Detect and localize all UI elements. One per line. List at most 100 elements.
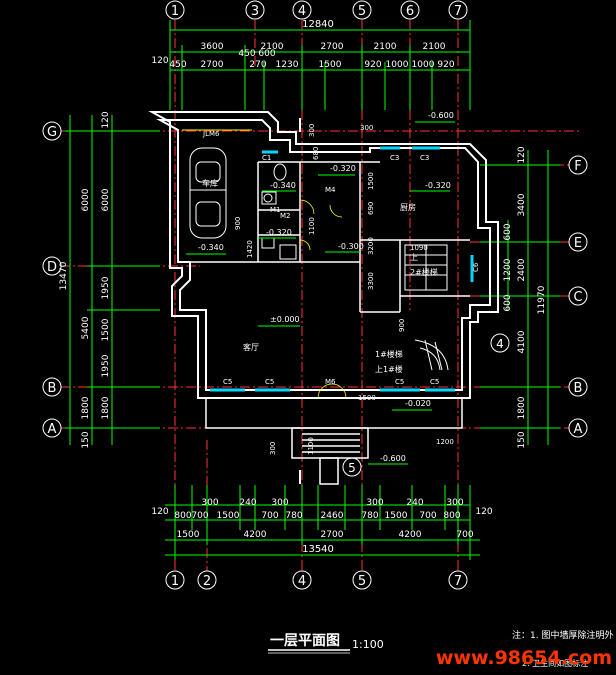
dim-value: 1950 <box>101 354 111 377</box>
room-label-kitchen: 厨房 <box>400 202 416 212</box>
grid-label: B <box>574 381 583 396</box>
elevation-mark: -0.320 <box>410 181 451 192</box>
svg-text:-0.600: -0.600 <box>428 111 454 120</box>
garage: 车库 <box>182 129 252 239</box>
dim-value: 240 <box>406 498 423 508</box>
dim-value: 2100 <box>374 42 397 52</box>
dim-value: 2700 <box>201 60 224 70</box>
grid-bubble: 5 <box>342 457 362 477</box>
svg-text:-0.300: -0.300 <box>338 242 364 251</box>
elevation-mark: -0.020 <box>392 399 432 411</box>
opening-label: 900 <box>398 319 406 332</box>
dim-value: 700 <box>419 511 436 521</box>
drawing-title: 一层平面图 <box>270 633 340 649</box>
dim-value: 920 <box>364 60 381 70</box>
elevation-mark: -0.340 <box>262 181 296 192</box>
dim-value: 1230 <box>276 60 299 70</box>
grid-bubble: D <box>42 256 62 276</box>
opening-label: C5 <box>223 378 232 386</box>
elevation-mark: -0.300 <box>325 242 364 253</box>
dim-col3-left: 120 6000 1950 1500 1950 1800 <box>101 111 111 419</box>
grid-label: A <box>48 422 57 437</box>
opening-label: C5 <box>395 378 404 386</box>
elevation-mark: -0.320 <box>318 164 356 176</box>
dim-value: 700 <box>261 511 278 521</box>
title-block: 一层平面图 1:100 <box>268 633 384 654</box>
grid-label: 1 <box>171 4 179 19</box>
dim-total-left: 13470 <box>59 261 69 290</box>
dim-value: 1950 <box>101 276 111 299</box>
grid-bubble: E <box>568 232 588 252</box>
dim-col2-left: 6000 5400 1800 150 <box>81 188 91 448</box>
interior-walls <box>178 161 470 313</box>
grid-label: A <box>574 422 583 437</box>
dim-value: 150 <box>517 431 527 448</box>
dim-value: 300 <box>201 498 218 508</box>
grid-label: G <box>47 125 57 140</box>
dim-value: 780 <box>285 511 302 521</box>
room-label-garage: 车库 <box>202 178 218 188</box>
dim-total-top: 12840 <box>302 19 334 30</box>
grid-label: C <box>573 290 582 305</box>
grid-label: E <box>574 236 582 251</box>
elevation-mark: -0.340 <box>186 243 226 255</box>
grid-label: 3 <box>251 4 259 19</box>
opening-label: C1 <box>262 154 271 162</box>
dim-value: 4200 <box>244 530 267 540</box>
door-swings <box>299 199 347 399</box>
dim-value: 240 <box>239 498 256 508</box>
svg-text:-0.340: -0.340 <box>198 243 224 252</box>
car-icon <box>189 147 227 239</box>
dim-row2-top: 3600 2100 2700 2100 2100 <box>201 42 446 52</box>
elevation-mark: -0.600 <box>368 454 408 465</box>
dim-value: 3400 <box>517 193 527 216</box>
dim-value: 270 <box>249 60 266 70</box>
svg-text:±0.000: ±0.000 <box>270 315 300 324</box>
elevation-marks: -0.600 -0.320 -0.340 -0.320 -0.320 -0.34… <box>186 111 455 465</box>
grid-bubbles-top: 1 3 4 5 6 7 <box>165 0 468 20</box>
dim-value: 2400 <box>517 258 527 281</box>
stair-label-2: 2#楼梯 <box>410 267 438 277</box>
opening-label: C6 <box>472 262 480 272</box>
dim-row2-bottom: 120 800 700 1500 700 780 2460 780 1500 7… <box>151 507 492 521</box>
dimension-lines-top <box>169 20 471 110</box>
elevation-mark: -0.320 <box>258 228 296 239</box>
opening-label: 300 <box>360 124 373 132</box>
grid-bubbles-bottom: 1 2 4 5 7 <box>165 570 468 590</box>
grid-label: 2 <box>203 574 211 589</box>
dimension-lines-right <box>480 150 560 445</box>
opening-label: 3300 <box>367 272 375 290</box>
grid-label: F <box>574 159 581 174</box>
dim-value: 1800 <box>517 396 527 419</box>
elevation-mark: -0.600 <box>415 111 455 123</box>
opening-label: 1090 <box>410 244 428 252</box>
stair-label-1: 1#楼梯 <box>375 349 403 359</box>
grid-label: B <box>48 381 57 396</box>
grid-bubble: 5 <box>352 570 372 590</box>
opening-labels: JLM6 C1 C3 C3 M4 M2 M1 C6 C5 C5 M6 C5 C5… <box>202 124 480 455</box>
grid-bubbles-right: F E C B A <box>568 155 588 438</box>
grid-bubble: 4 <box>292 0 312 20</box>
grid-bubble: F <box>568 155 588 175</box>
dim-value: 300 <box>446 498 463 508</box>
dim-value: 700 <box>456 530 473 540</box>
porch <box>205 397 463 485</box>
svg-text:-0.600: -0.600 <box>380 454 406 463</box>
opening-label: M1 <box>270 206 281 214</box>
dim-value: 1800 <box>81 396 91 419</box>
grid-bubble: 4 <box>490 333 510 353</box>
svg-text:-0.340: -0.340 <box>270 181 296 190</box>
dim-value: 1800 <box>101 396 111 419</box>
dimension-lines-left <box>65 115 160 445</box>
dim-value: 780 <box>361 511 378 521</box>
axis-lines <box>60 20 580 580</box>
svg-text:-0.020: -0.020 <box>405 399 431 408</box>
room-label-living: 客厅 <box>243 342 259 352</box>
dim-value: 120 <box>475 507 492 517</box>
dim-value: 450 <box>238 49 255 59</box>
grid-bubble: 5 <box>352 0 372 20</box>
opening-label: 1420 <box>246 240 254 258</box>
svg-text:-0.320: -0.320 <box>330 164 356 173</box>
stair-label-up: 上1#楼 <box>375 364 403 374</box>
